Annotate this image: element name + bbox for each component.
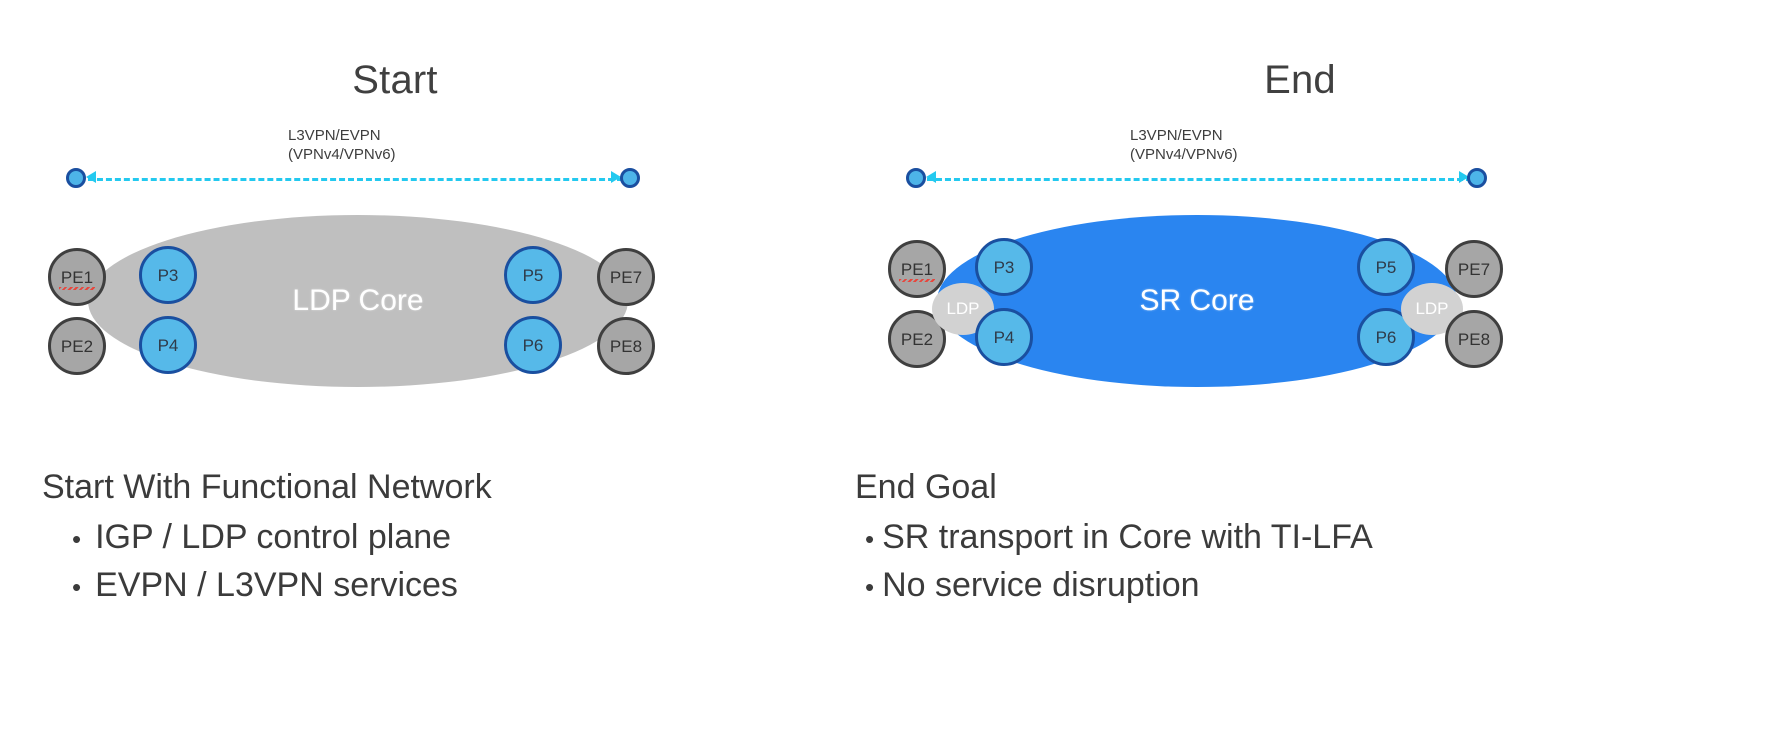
service-label-line1: L3VPN/EVPN bbox=[288, 127, 381, 144]
start-diagram-panel: Start L3VPN/EVPN (VPNv4/VPNv6) LDP Core … bbox=[0, 0, 870, 746]
overlay-endpoint-right-icon bbox=[620, 168, 640, 188]
overlay-arrow-left-icon bbox=[86, 171, 96, 183]
overlay-arrow-right-icon bbox=[611, 171, 621, 183]
caption-block-end: End Goal • SR transport in Core with TI-… bbox=[855, 470, 1373, 616]
core-label-sr: SR Core bbox=[1139, 284, 1255, 317]
service-overlay-label-end: L3VPN/EVPN (VPNv4/VPNv6) bbox=[1130, 126, 1238, 164]
page-title-start: Start bbox=[352, 58, 438, 102]
overlay-endpoint-left-icon bbox=[66, 168, 86, 188]
node-p4-end[interactable]: P4 bbox=[975, 308, 1033, 366]
bullet-dot-icon: • bbox=[72, 524, 82, 554]
service-label-line2: (VPNv4/VPNv6) bbox=[1130, 146, 1238, 163]
node-p5-end[interactable]: P5 bbox=[1357, 238, 1415, 296]
node-pe2-start[interactable]: PE2 bbox=[48, 317, 106, 375]
caption-heading-end: End Goal bbox=[855, 468, 997, 506]
node-pe7-end[interactable]: PE7 bbox=[1445, 240, 1503, 298]
node-pe1-start[interactable]: PE1 bbox=[48, 248, 106, 306]
service-overlay-label-start: L3VPN/EVPN (VPNv4/VPNv6) bbox=[288, 126, 396, 164]
node-pe1-end[interactable]: PE1 bbox=[888, 240, 946, 298]
node-p6-start[interactable]: P6 bbox=[504, 316, 562, 374]
end-diagram-panel: End L3VPN/EVPN (VPNv4/VPNv6) SR Core PE1… bbox=[855, 0, 1725, 746]
bullet-text: IGP / LDP control plane bbox=[95, 518, 452, 556]
core-label-ldp: LDP Core bbox=[292, 284, 424, 317]
bullet-text: EVPN / L3VPN services bbox=[95, 566, 458, 604]
bullet-text: No service disruption bbox=[882, 566, 1200, 604]
caption-heading-start: Start With Functional Network bbox=[42, 468, 492, 506]
list-item: • No service disruption bbox=[855, 568, 1373, 602]
node-p3-end[interactable]: P3 bbox=[975, 238, 1033, 296]
list-item: • SR transport in Core with TI-LFA bbox=[855, 520, 1373, 554]
bullet-dot-icon: • bbox=[865, 572, 875, 602]
bullet-dot-icon: • bbox=[72, 572, 82, 602]
overlay-arrow-right-icon bbox=[1459, 171, 1469, 183]
node-pe8-end[interactable]: PE8 bbox=[1445, 310, 1503, 368]
page-title-end: End bbox=[1264, 58, 1336, 102]
overlay-dashed-line-end bbox=[927, 178, 1472, 181]
node-pe8-start[interactable]: PE8 bbox=[597, 317, 655, 375]
caption-bullet-list-start: • IGP / LDP control plane • EVPN / L3VPN… bbox=[42, 520, 492, 602]
node-p4-start[interactable]: P4 bbox=[139, 316, 197, 374]
bullet-text: SR transport in Core with TI-LFA bbox=[882, 518, 1373, 556]
node-p5-start[interactable]: P5 bbox=[504, 246, 562, 304]
caption-block-start: Start With Functional Network • IGP / LD… bbox=[42, 470, 492, 616]
node-pe7-start[interactable]: PE7 bbox=[597, 248, 655, 306]
node-p3-start[interactable]: P3 bbox=[139, 246, 197, 304]
overlay-arrow-left-icon bbox=[926, 171, 936, 183]
overlay-endpoint-left-icon bbox=[906, 168, 926, 188]
overlay-endpoint-right-icon bbox=[1467, 168, 1487, 188]
bullet-dot-icon: • bbox=[865, 524, 875, 554]
caption-bullet-list-end: • SR transport in Core with TI-LFA • No … bbox=[855, 520, 1373, 602]
service-label-line1: L3VPN/EVPN bbox=[1130, 127, 1223, 144]
service-label-line2: (VPNv4/VPNv6) bbox=[288, 146, 396, 163]
overlay-dashed-line-start bbox=[88, 178, 623, 181]
list-item: • EVPN / L3VPN services bbox=[42, 568, 492, 602]
list-item: • IGP / LDP control plane bbox=[42, 520, 492, 554]
